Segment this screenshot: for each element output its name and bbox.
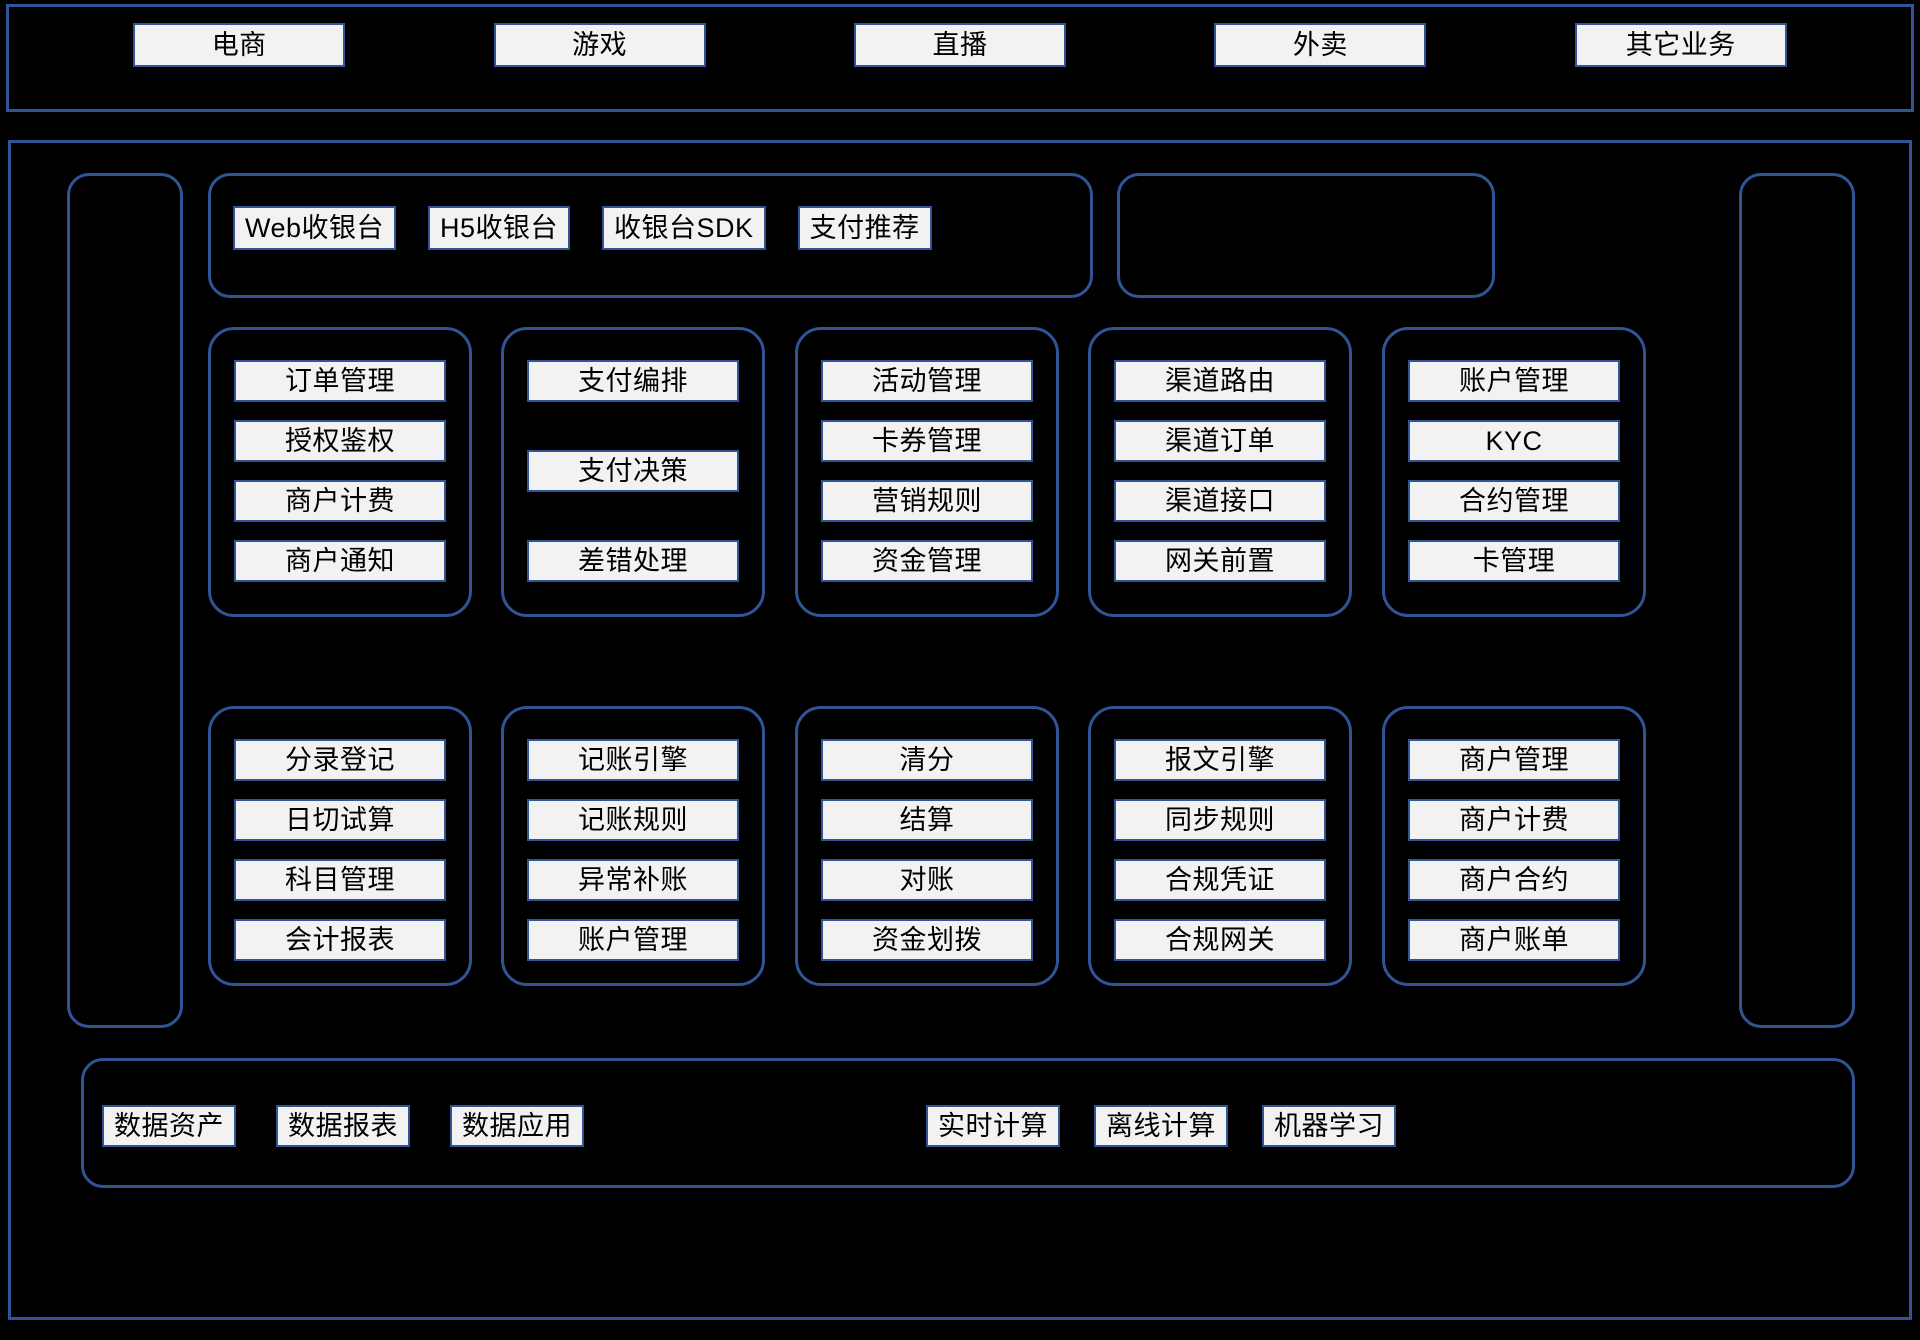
chip-contract-management[interactable]: 合约管理	[1408, 480, 1620, 522]
chip-accounting-report[interactable]: 会计报表	[234, 919, 446, 961]
left-rail-panel	[67, 173, 183, 1028]
group-payment-orchestration: 支付编排 支付决策 差错处理	[501, 327, 765, 617]
chip-channel-order[interactable]: 渠道订单	[1114, 420, 1326, 462]
chip-merchant-notify[interactable]: 商户通知	[234, 540, 446, 582]
chip-exception-adjustment[interactable]: 异常补账	[527, 859, 739, 901]
chip-card-management[interactable]: 卡管理	[1408, 540, 1620, 582]
data-platform-band: 数据资产 数据报表 数据应用 实时计算 离线计算 机器学习	[81, 1058, 1855, 1188]
group-clearing: 清分 结算 对账 资金划拨	[795, 706, 1059, 986]
chip-gateway-frontend[interactable]: 网关前置	[1114, 540, 1326, 582]
chip-error-handling[interactable]: 差错处理	[527, 540, 739, 582]
chip-channel-interface[interactable]: 渠道接口	[1114, 480, 1326, 522]
chip-fund-transfer[interactable]: 资金划拨	[821, 919, 1033, 961]
right-rail-panel	[1739, 173, 1855, 1028]
access-channel-row: Web收银台 H5收银台 收银台SDK 支付推荐	[233, 206, 932, 250]
access-empty-panel	[1117, 173, 1495, 298]
business-chip-ecommerce[interactable]: 电商	[133, 23, 346, 67]
group-merchant: 商户管理 商户计费 商户合约 商户账单	[1382, 706, 1646, 986]
chip-coupon-management[interactable]: 卡券管理	[821, 420, 1033, 462]
chip-subject-management[interactable]: 科目管理	[234, 859, 446, 901]
chip-data-asset[interactable]: 数据资产	[102, 1105, 236, 1147]
chip-compliance-gateway[interactable]: 合规网关	[1114, 919, 1326, 961]
chip-payment-decision[interactable]: 支付决策	[527, 450, 739, 492]
chip-merchant-billing[interactable]: 商户计费	[234, 480, 446, 522]
group-account: 账户管理 KYC 合约管理 卡管理	[1382, 327, 1646, 617]
chip-entry-registration[interactable]: 分录登记	[234, 739, 446, 781]
chip-settlement[interactable]: 结算	[821, 799, 1033, 841]
chip-data-application[interactable]: 数据应用	[450, 1105, 584, 1147]
data-right-row: 实时计算 离线计算 机器学习	[926, 1105, 1396, 1147]
access-channel-panel: Web收银台 H5收银台 收银台SDK 支付推荐	[208, 173, 1093, 298]
chip-merchant-management[interactable]: 商户管理	[1408, 739, 1620, 781]
chip-payment-orchestration[interactable]: 支付编排	[527, 360, 739, 402]
business-chip-game[interactable]: 游戏	[493, 23, 706, 67]
chip-message-engine[interactable]: 报文引擎	[1114, 739, 1326, 781]
access-chip-cashier-sdk[interactable]: 收银台SDK	[602, 206, 766, 250]
chip-order-management[interactable]: 订单管理	[234, 360, 446, 402]
access-chip-payment-recommend[interactable]: 支付推荐	[797, 206, 932, 250]
chip-reconciliation[interactable]: 对账	[821, 859, 1033, 901]
chip-authorization[interactable]: 授权鉴权	[234, 420, 446, 462]
chip-daily-cutoff-trial[interactable]: 日切试算	[234, 799, 446, 841]
group-marketing: 活动管理 卡券管理 营销规则 资金管理	[795, 327, 1059, 617]
business-chip-takeaway[interactable]: 外卖	[1214, 23, 1427, 67]
chip-merchant-statement[interactable]: 商户账单	[1408, 919, 1620, 961]
chip-campaign-management[interactable]: 活动管理	[821, 360, 1033, 402]
group-channel: 渠道路由 渠道订单 渠道接口 网关前置	[1088, 327, 1352, 617]
chip-merchant-billing-2[interactable]: 商户计费	[1408, 799, 1620, 841]
chip-bookkeeping-rules[interactable]: 记账规则	[527, 799, 739, 841]
chip-channel-routing[interactable]: 渠道路由	[1114, 360, 1326, 402]
chip-machine-learning[interactable]: 机器学习	[1262, 1105, 1396, 1147]
chip-realtime-compute[interactable]: 实时计算	[926, 1105, 1060, 1147]
chip-compliance-voucher[interactable]: 合规凭证	[1114, 859, 1326, 901]
business-scenarios-row: 电商 游戏 直播 外卖 其它业务	[9, 23, 1911, 67]
access-chip-h5-cashier[interactable]: H5收银台	[428, 206, 571, 250]
chip-account-management-2[interactable]: 账户管理	[527, 919, 739, 961]
chip-data-report[interactable]: 数据报表	[276, 1105, 410, 1147]
group-bookkeeping: 记账引擎 记账规则 异常补账 账户管理	[501, 706, 765, 986]
group-order: 订单管理 授权鉴权 商户计费 商户通知	[208, 327, 472, 617]
chip-clearing[interactable]: 清分	[821, 739, 1033, 781]
access-chip-web-cashier[interactable]: Web收银台	[233, 206, 397, 250]
data-left-row: 数据资产 数据报表 数据应用	[102, 1105, 584, 1147]
business-chip-other[interactable]: 其它业务	[1574, 23, 1787, 67]
chip-fund-management[interactable]: 资金管理	[821, 540, 1033, 582]
chip-account-management[interactable]: 账户管理	[1408, 360, 1620, 402]
platform-frame: Web收银台 H5收银台 收银台SDK 支付推荐 订单管理 授权鉴权 商户计费 …	[8, 140, 1912, 1320]
chip-sync-rules[interactable]: 同步规则	[1114, 799, 1326, 841]
group-accounting-entry: 分录登记 日切试算 科目管理 会计报表	[208, 706, 472, 986]
business-scenarios-band: 电商 游戏 直播 外卖 其它业务	[6, 4, 1914, 112]
group-compliance: 报文引擎 同步规则 合规凭证 合规网关	[1088, 706, 1352, 986]
chip-merchant-contract[interactable]: 商户合约	[1408, 859, 1620, 901]
chip-offline-compute[interactable]: 离线计算	[1094, 1105, 1228, 1147]
chip-bookkeeping-engine[interactable]: 记账引擎	[527, 739, 739, 781]
chip-kyc[interactable]: KYC	[1408, 420, 1620, 462]
chip-marketing-rules[interactable]: 营销规则	[821, 480, 1033, 522]
business-chip-livestream[interactable]: 直播	[853, 23, 1066, 67]
